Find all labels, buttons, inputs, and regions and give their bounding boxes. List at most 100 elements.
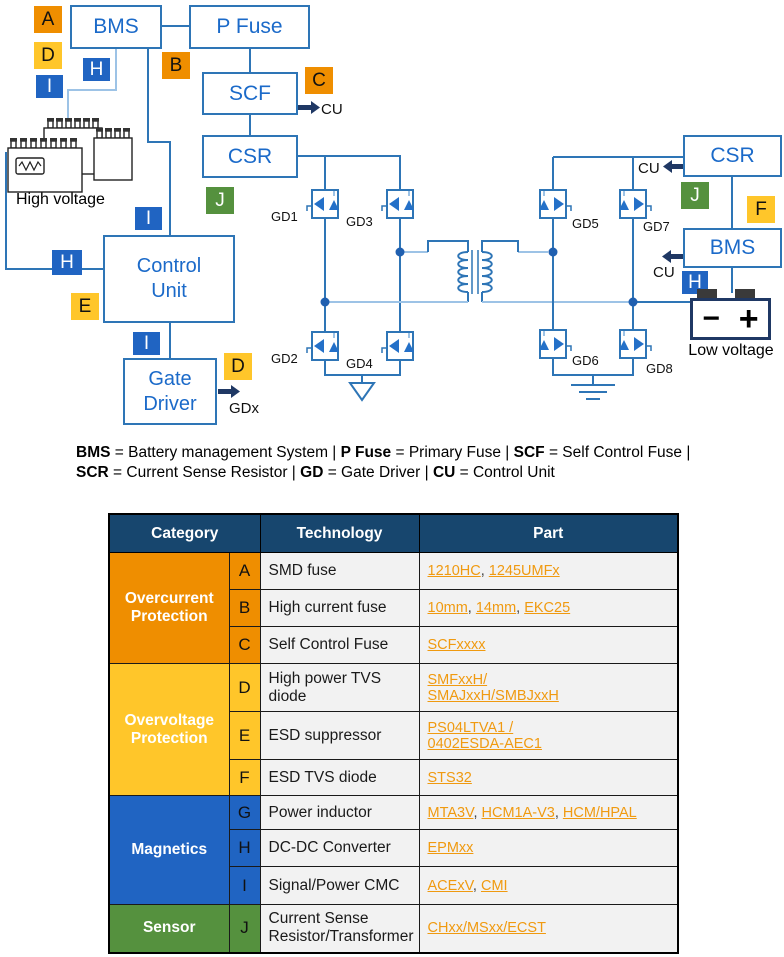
legend-text: = Control Unit [455,463,555,481]
part-link[interactable]: 1210HC [427,563,481,579]
technology-cell: High current fuse [259,589,420,627]
part-link[interactable]: HCM1A-V3 [481,804,555,821]
legend-text: = Battery management System | [110,444,341,461]
cu-arrow-from-scf-icon [298,101,320,114]
circuit-diagram [5,25,733,402]
letter-cell: C [228,626,261,664]
battery-terminal-plus [735,289,755,299]
badge-j-left: J [206,187,234,214]
mosfet-gd8-icon [618,324,652,364]
part-link[interactable]: 1245UMFx [488,563,560,579]
legend-text: = Current Sense Resistor | [108,463,301,481]
gdx-arrow-icon [218,385,240,398]
part-link[interactable]: 10mm [427,600,468,616]
part-cell: SMFxxH/SMAJxxH/SMBJxxH [418,663,679,712]
gd8-label: GD8 [646,361,673,376]
table-header-part: Part [418,513,679,553]
technology-cell: SMD fuse [259,552,420,590]
mosfet-gd2-icon [306,326,340,366]
high-voltage-caption: High voltage [16,191,105,208]
wires [5,25,733,385]
cu-arrow-to-csr-icon [663,160,683,173]
part-link[interactable]: 0402ESDA-AEC1 [427,735,542,752]
technology-cell: DC-DC Converter [259,829,420,867]
part-link[interactable]: ACExV [427,877,473,894]
part-link[interactable]: SMFxxH/ [427,671,488,688]
category-cell: Sensor [108,904,230,953]
badge-i-gd: I [133,332,160,355]
badge-a: A [34,6,62,33]
battery-minus-sign: − [702,302,720,335]
part-link[interactable]: HCM/HPAL [562,804,637,821]
gate-driver-line2: Driver [143,392,197,415]
cu-arrow-to-bms-icon [662,250,683,263]
gate-driver-line1: Gate [148,367,192,390]
part-link[interactable]: EPMxx [427,840,474,856]
mosfet-gd7-icon [618,184,652,224]
mosfet-gd6-icon [538,324,572,364]
bms-left-box: BMS [70,5,162,49]
low-voltage-caption: Low voltage [688,342,774,359]
part-cell: ACExV, CMI [418,866,679,905]
technology-cell: ESD TVS diode [259,759,420,796]
gdx-label: GDx [229,400,259,417]
gd1-label: GD1 [271,209,298,224]
part-cell: SCFxxxx [418,626,679,664]
part-link[interactable]: EKC25 [524,600,571,616]
badge-j-right: J [681,182,709,209]
part-cell: 10mm, 14mm, EKC25 [418,589,679,627]
part-separator: , [467,600,476,616]
part-link[interactable]: CHxx/MSxx/ECST [427,920,546,937]
part-separator: , [473,804,482,821]
technology-cell: ESD suppressor [259,711,420,760]
part-separator: , [472,877,481,894]
letter-cell: I [228,866,261,905]
legend-term: GD [300,463,324,481]
part-link[interactable]: CMI [480,877,508,894]
earth-ground-icon [571,384,615,400]
part-link[interactable]: MTA3V [427,804,474,821]
category-cell: Overvoltage Protection [108,663,230,796]
part-separator: , [554,804,563,821]
badge-h-top: H [83,58,110,81]
mosfet-gd4-icon [381,326,415,366]
technology-cell: Current Sense Resistor/Transformer [259,904,420,953]
mosfet-gd5-icon [538,184,572,224]
csr-left-box: CSR [202,135,298,178]
gd2-label: GD2 [271,351,298,366]
battery-plus-sign: + [738,300,759,338]
cu-label-bms: CU [653,264,675,281]
part-link[interactable]: 14mm [475,600,517,616]
transformer-icon [457,250,493,294]
part-cell: STS32 [418,759,679,796]
p-fuse-box: P Fuse [189,5,310,49]
letter-cell: J [228,904,261,953]
mosfet-gd1-icon [306,184,340,224]
part-link[interactable]: SMAJxxH/SMBJxxH [427,687,559,704]
letter-cell: F [228,759,261,796]
badge-c: C [305,67,333,94]
part-link[interactable]: SCFxxxx [427,637,486,653]
part-link[interactable]: STS32 [427,769,472,786]
legend-term: SCR [76,463,109,481]
legend-text: = Self Control Fuse | [544,444,691,461]
csr-right-box: CSR [683,135,782,177]
part-cell: CHxx/MSxx/ECST [418,904,679,953]
technology-cell: Power inductor [259,795,420,830]
part-link[interactable]: PS04LTVA1 / [427,719,514,736]
legend-text: = Primary Fuse | [391,444,514,461]
letter-cell: B [228,589,261,627]
badge-h-cu: H [52,250,82,275]
gate-driver-box: Gate Driver [123,358,217,425]
legend-term: P Fuse [340,444,392,461]
high-voltage-battery-icon [7,117,133,193]
part-cell: EPMxx [418,829,679,867]
cu-label-scf: CU [321,101,343,118]
legend-line: SCR = Current Sense Resistor | GD = Gate… [76,463,756,483]
